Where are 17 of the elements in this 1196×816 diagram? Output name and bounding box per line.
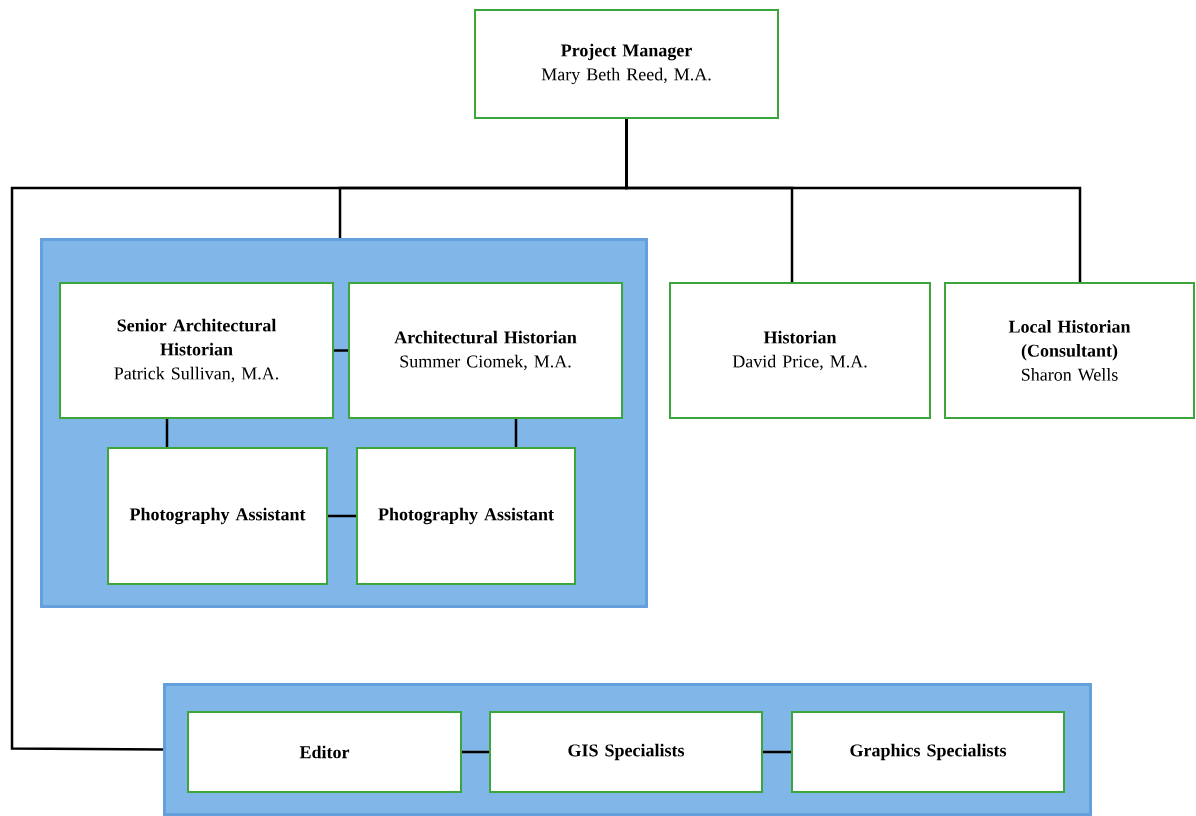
role-box: Local Historian (Consultant) Sharon Wells: [944, 282, 1195, 419]
role-box: GIS Specialists: [489, 711, 763, 793]
role-box: Architectural Historian Summer Ciomek, M.A.: [348, 282, 623, 419]
role-box: Graphics Specialists: [791, 711, 1065, 793]
connector-line: [462, 750, 489, 754]
role-box: Project Manager Mary Beth Reed, M.A.: [474, 9, 779, 119]
role-box: Photography Assistant: [356, 447, 576, 585]
connector-line: [328, 514, 356, 518]
role-box: Photography Assistant: [107, 447, 328, 585]
role-box: Senior Architectural Historian Patrick Sullivan, M.A.: [59, 282, 334, 419]
connector-line: [514, 419, 518, 447]
connector-line: [165, 419, 169, 447]
role-box: Historian David Price, M.A.: [669, 282, 931, 419]
role-box: Editor: [187, 711, 462, 793]
connector-line: [334, 349, 348, 352]
connector-line: [763, 750, 791, 754]
connector-line: [10, 119, 628, 751]
